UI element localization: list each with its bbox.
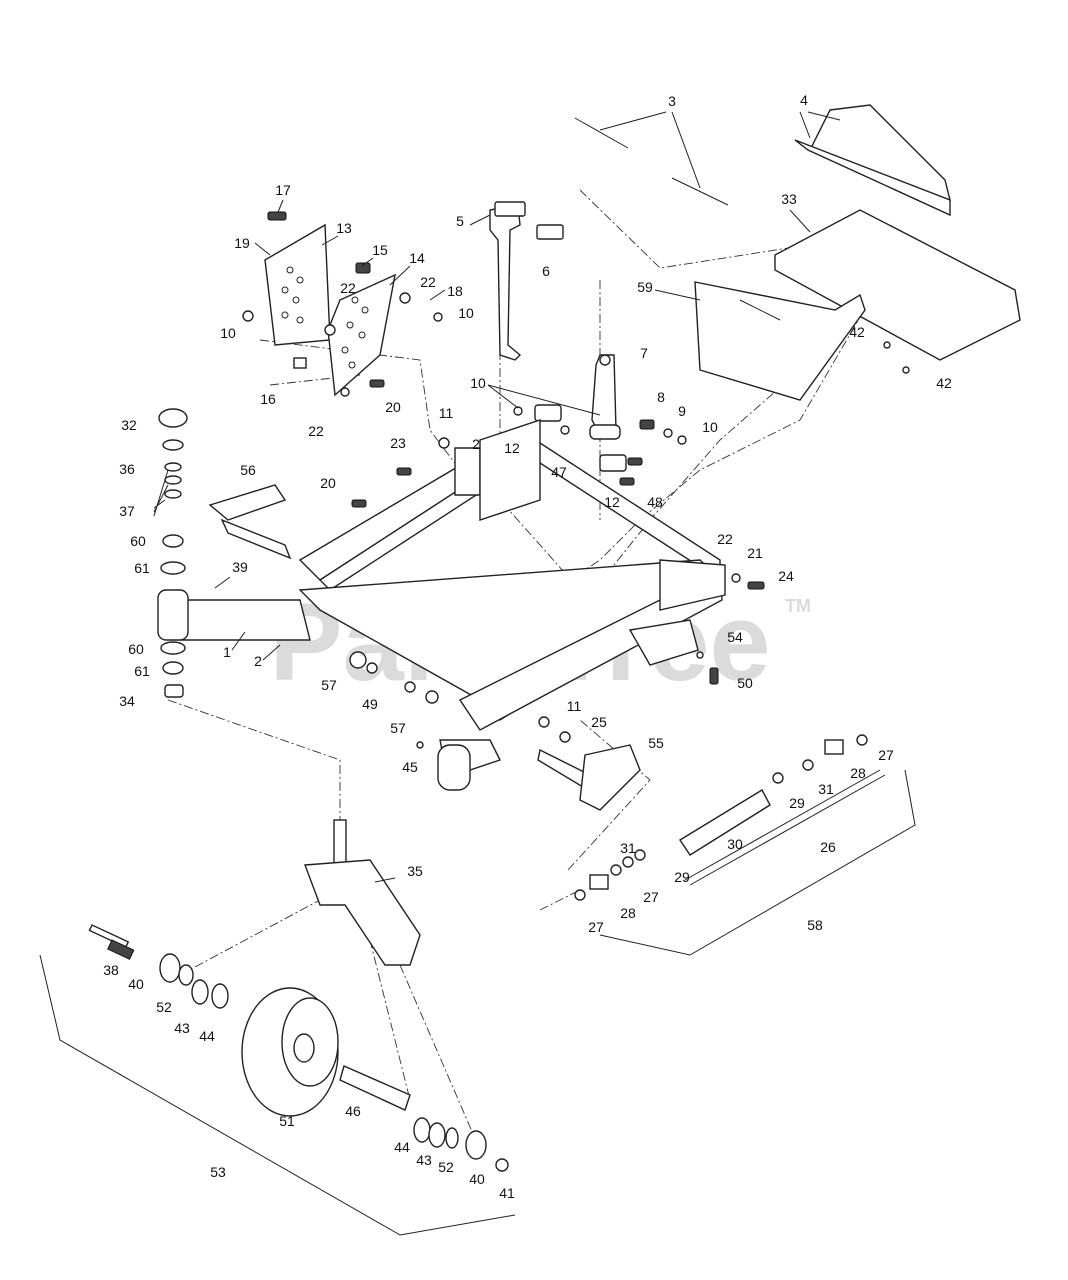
callout-56: 56 [240, 462, 256, 478]
callout-43: 43 [416, 1152, 432, 1168]
callout-4: 4 [800, 92, 808, 108]
callout-37: 37 [119, 503, 135, 519]
callout-25: 25 [591, 714, 607, 730]
callout-21: 21 [747, 545, 763, 561]
callout-55: 55 [648, 735, 664, 751]
callout-50: 50 [737, 675, 753, 691]
callout-61: 61 [134, 560, 150, 576]
callout-19: 19 [234, 235, 250, 251]
callout-53: 53 [210, 1164, 226, 1180]
pivot-axles [208, 484, 641, 811]
callout-42: 42 [849, 324, 865, 340]
callout-2: 2 [254, 653, 262, 669]
callout-28: 28 [850, 765, 866, 781]
callout-57: 57 [321, 677, 337, 693]
callout-33: 33 [781, 191, 797, 207]
callout-54: 54 [727, 629, 743, 645]
callout-24: 24 [778, 568, 794, 584]
callout-46: 46 [345, 1103, 361, 1119]
callout-40: 40 [128, 976, 144, 992]
callout-8: 8 [657, 389, 665, 405]
callout-10: 10 [220, 325, 236, 341]
callout-31: 31 [818, 781, 834, 797]
callout-44: 44 [199, 1028, 215, 1044]
callout-52: 52 [438, 1159, 454, 1175]
assembly-brackets [39, 769, 916, 1236]
callout-22: 22 [340, 280, 356, 296]
callout-16: 16 [260, 391, 276, 407]
callout-39: 39 [232, 559, 248, 575]
callout-59: 59 [637, 279, 653, 295]
callout-30: 30 [727, 836, 743, 852]
callout-11: 11 [567, 698, 582, 714]
callout-48: 48 [647, 494, 663, 510]
watermark-tm: TM [785, 596, 811, 616]
callout-1: 1 [223, 644, 231, 660]
callout-10: 10 [470, 375, 486, 391]
callout-2: 2 [472, 436, 480, 452]
callout-32: 32 [121, 417, 137, 433]
callout-22: 22 [420, 274, 436, 290]
callout-15: 15 [372, 242, 388, 258]
callout-27: 27 [643, 889, 659, 905]
callout-20: 20 [385, 399, 401, 415]
callout-29: 29 [789, 795, 805, 811]
callout-11: 11 [439, 405, 454, 421]
callout-27: 27 [878, 747, 894, 763]
callout-10: 10 [702, 419, 718, 435]
callout-9: 9 [678, 403, 686, 419]
callout-61: 61 [134, 663, 150, 679]
callout-28: 28 [620, 905, 636, 921]
callout-12: 12 [604, 494, 620, 510]
callout-26: 26 [820, 839, 836, 855]
callout-18: 18 [447, 283, 463, 299]
leader-lines [153, 111, 841, 883]
callout-41: 41 [499, 1185, 515, 1201]
spring-rod-assembly [574, 734, 886, 901]
callout-27: 27 [588, 919, 604, 935]
callout-42: 42 [936, 375, 952, 391]
callout-60: 60 [128, 641, 144, 657]
callout-3: 3 [668, 93, 676, 109]
callout-60: 60 [130, 533, 146, 549]
callout-14: 14 [409, 250, 425, 266]
callout-34: 34 [119, 693, 135, 709]
caster-fork-wheel [88, 819, 509, 1172]
callout-7: 7 [640, 345, 648, 361]
callout-10: 10 [458, 305, 474, 321]
callout-6: 6 [542, 263, 550, 279]
callout-51: 51 [279, 1113, 295, 1129]
callout-22: 22 [308, 423, 324, 439]
main-frame [298, 419, 726, 791]
callout-35: 35 [407, 863, 423, 879]
callout-31: 31 [620, 840, 636, 856]
callout-38: 38 [103, 962, 119, 978]
callout-13: 13 [336, 220, 352, 236]
callout-36: 36 [119, 461, 135, 477]
side-brackets [264, 223, 396, 397]
cover-plate [694, 281, 866, 401]
callout-43: 43 [174, 1020, 190, 1036]
callout-47: 47 [551, 464, 567, 480]
callout-44: 44 [394, 1139, 410, 1155]
callout-45: 45 [402, 759, 418, 775]
callout-17: 17 [275, 182, 291, 198]
callout-22: 22 [717, 531, 733, 547]
callout-29: 29 [674, 869, 690, 885]
callout-57: 57 [390, 720, 406, 736]
callout-52: 52 [156, 999, 172, 1015]
callout-labels: 1 2 2 3 4 5 6 7 8 9 10 10 10 10 11 11 12… [103, 92, 952, 1201]
callout-49: 49 [362, 696, 378, 712]
callout-58: 58 [807, 917, 823, 933]
callout-20: 20 [320, 475, 336, 491]
callout-5: 5 [456, 213, 464, 229]
callout-40: 40 [469, 1171, 485, 1187]
callout-12: 12 [504, 440, 520, 456]
floor-plates [574, 104, 1021, 361]
callout-23: 23 [390, 435, 406, 451]
pedal-assembly [489, 201, 621, 440]
caster-arm [157, 408, 571, 749]
